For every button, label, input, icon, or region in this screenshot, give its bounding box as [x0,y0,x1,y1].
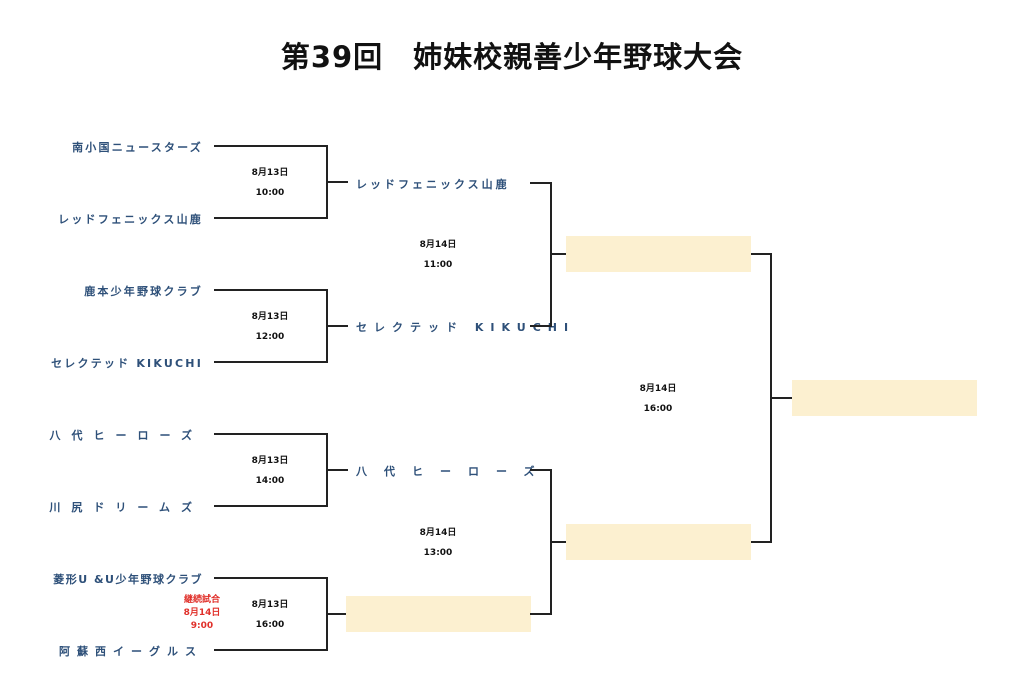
match-r1-m2-info: 8月13日 12:00 [230,307,310,347]
continued-label: 継続試合 [183,595,220,605]
team-r1-m4-a: 菱形U &U少年野球クラブ [53,573,203,586]
semifinal-slot-top [566,236,751,272]
team-r1-m1-a: 南小国ニュースターズ [72,141,203,154]
match-r2-m1-info: 8月14日 11:00 [398,235,478,275]
match-date: 8月13日 [251,312,289,322]
team-r1-m2-b: セレクテッド KIKUCHI [51,357,203,370]
match-r2-m2-info: 8月14日 13:00 [398,523,478,563]
match-time: 12:00 [255,332,285,342]
match-date: 8月13日 [251,168,289,178]
match-date: 8月13日 [251,600,289,610]
team-r1-m3-b: 川尻ドリームズ [49,501,203,514]
team-r1-m2-a: 鹿本少年野球クラブ [84,285,203,298]
continued-game-note: 継続試合 8月14日 9:00 [170,594,234,633]
match-time: 10:00 [255,188,285,198]
team-r2-m2-b-slot [346,596,531,632]
team-r1-m1-b: レッドフェニックス山鹿 [58,213,203,226]
tournament-title: 第39回 姉妹校親善少年野球大会 [280,40,744,74]
match-time: 16:00 [643,404,673,414]
match-date: 8月13日 [251,456,289,466]
champion-slot [792,380,977,416]
match-r1-m3-info: 8月13日 14:00 [230,451,310,491]
team-r2-m1-b: セレクテッド KIKUCHI [356,321,576,334]
team-r2-m1-a: レッドフェニックス山鹿 [356,178,510,191]
continued-date: 8月14日 [183,608,221,618]
match-time: 11:00 [423,260,453,270]
match-time: 16:00 [255,620,285,630]
match-date: 8月14日 [419,528,457,538]
team-r2-m2-a: 八代ヒーローズ [356,465,552,478]
match-r1-m1-info: 8月13日 10:00 [230,163,310,203]
semifinal-slot-bottom [566,524,751,560]
continued-time: 9:00 [190,621,214,631]
match-r1-m4-info: 8月13日 16:00 [230,595,310,635]
team-r1-m4-b: 阿蘇西イーグルス [59,645,203,658]
match-time: 14:00 [255,476,285,486]
match-time: 13:00 [423,548,453,558]
team-r1-m3-a: 八代ヒーローズ [49,429,203,442]
match-date: 8月14日 [419,240,457,250]
match-final-info: 8月14日 16:00 [618,379,698,419]
match-date: 8月14日 [639,384,677,394]
